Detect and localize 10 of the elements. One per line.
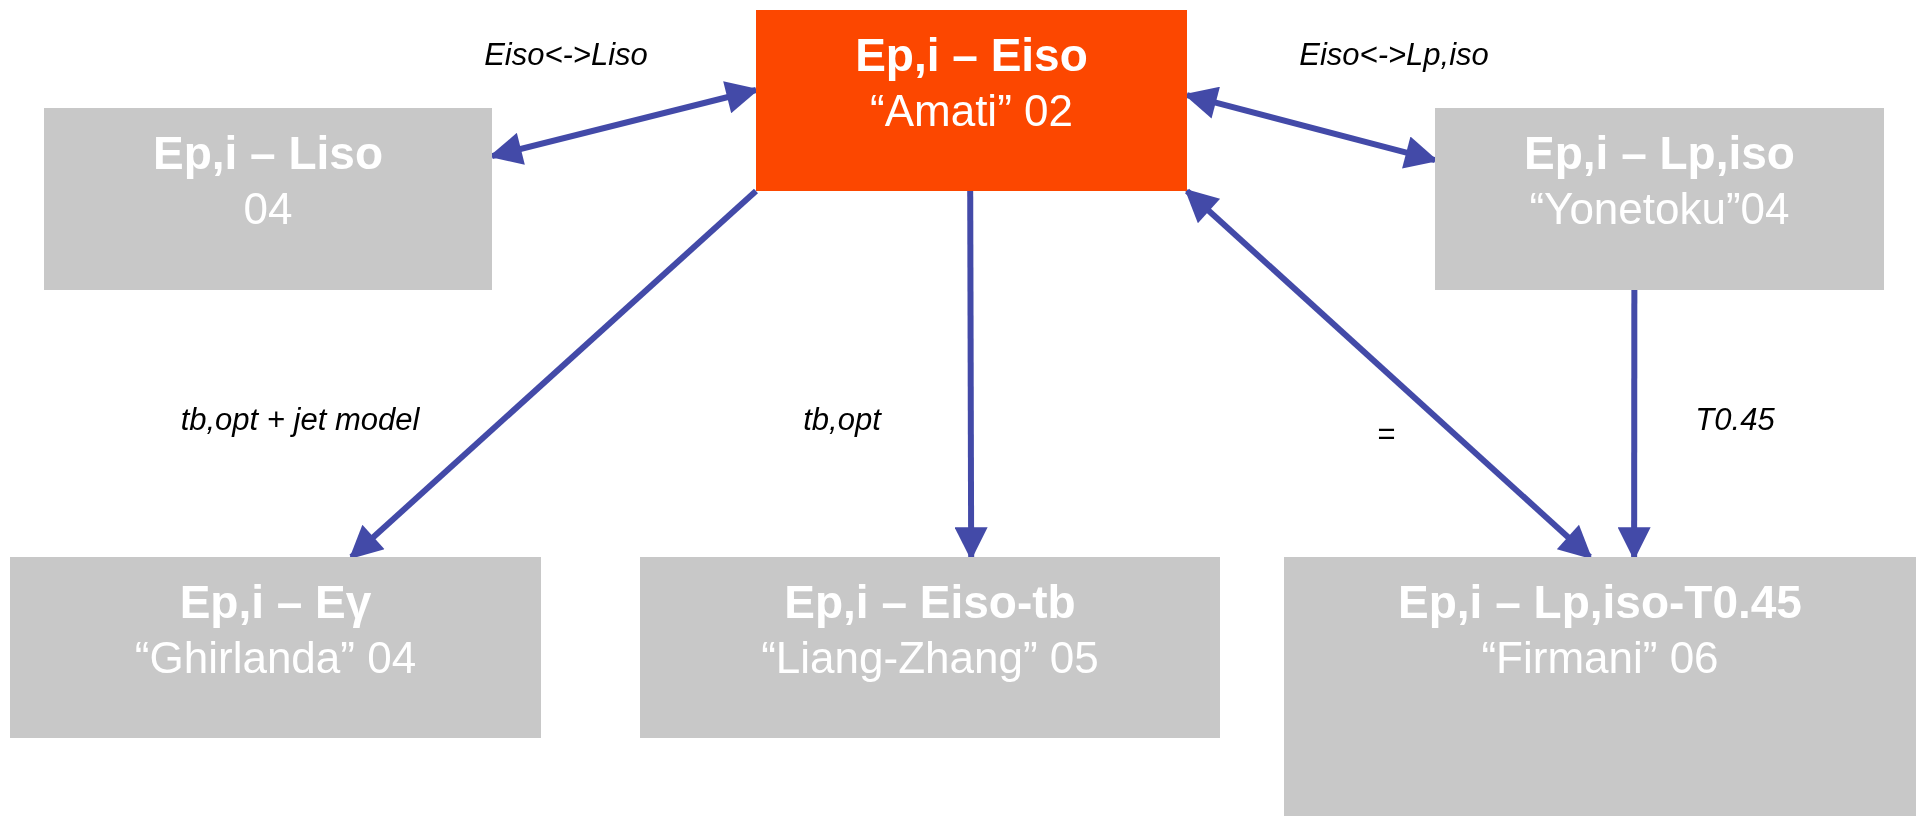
relation-box — [1435, 108, 1884, 290]
relation-box — [640, 557, 1220, 738]
arrow — [349, 188, 758, 560]
arrow — [1184, 188, 1593, 560]
highlighted-box — [756, 10, 1187, 191]
relation-title: Ep,i – Eiso — [855, 28, 1088, 82]
author-year: “Amati” 02 — [870, 85, 1073, 137]
relation-box — [44, 108, 492, 290]
relation-box — [1284, 557, 1916, 816]
relation-box — [10, 557, 541, 738]
